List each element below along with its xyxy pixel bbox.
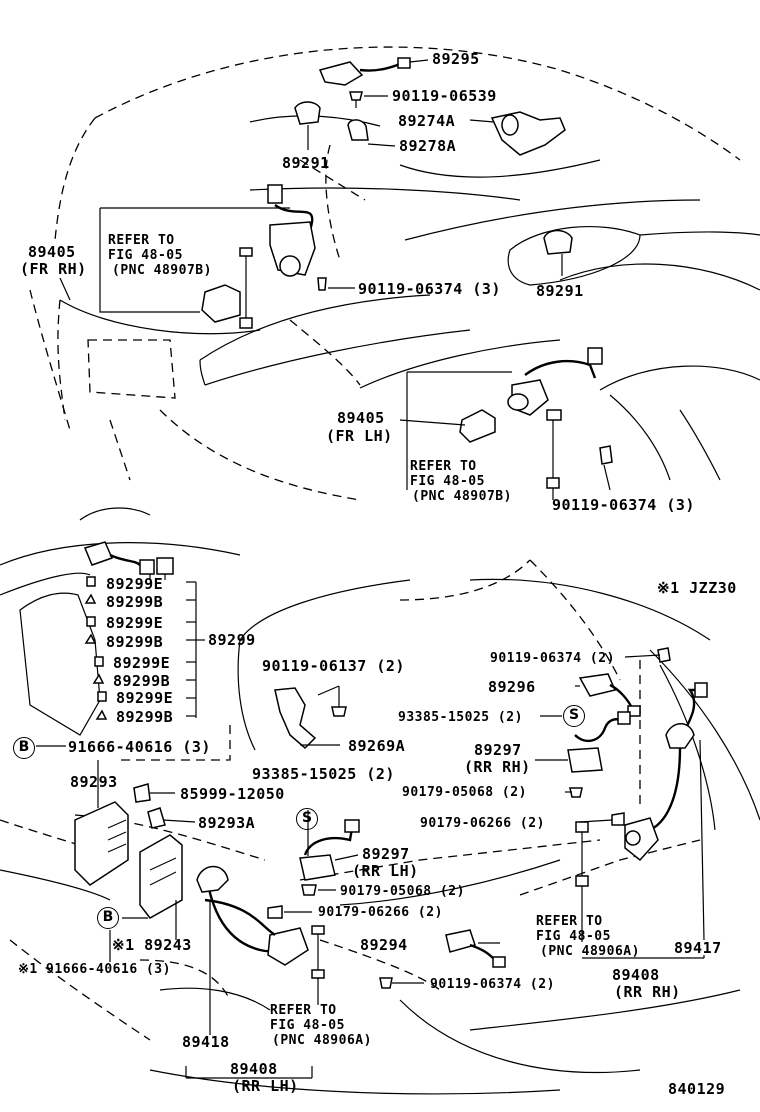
refer-to-line2-a: FIG 48-05: [108, 248, 183, 263]
note-jzz30: ※1 JZZ30: [657, 579, 737, 597]
label-93385-15025-right: 93385-15025 (2): [398, 710, 523, 725]
label-fr-rh: (FR RH): [20, 260, 87, 278]
circle-s-left: S: [296, 808, 318, 830]
label-89297-rr-rh: 89297: [474, 741, 522, 759]
label-89295: 89295: [432, 50, 480, 68]
label-rr-rh-b: (RR RH): [614, 983, 681, 1001]
refer-to-line3-c: (PNC 48906A): [272, 1033, 372, 1048]
refer-to-line3-d: (PNC 48906A): [540, 944, 640, 959]
label-90179-05068-right: 90179-05068 (2): [402, 785, 527, 800]
label-fr-lh: (FR LH): [326, 427, 393, 445]
label-89408-rr-rh: 89408: [612, 966, 660, 984]
label-89274a: 89274A: [398, 112, 456, 130]
label-rr-lh-a: (RR LH): [352, 862, 419, 880]
label-89299b-4: 89299B: [116, 708, 174, 726]
label-89278a: 89278A: [399, 137, 457, 155]
refer-to-line1-b: REFER TO: [410, 459, 477, 474]
figure-number: 840129: [668, 1080, 726, 1098]
rear-parts: [36, 541, 708, 1079]
label-90119-06374-lower-right: 90119-06374 (3): [552, 496, 695, 514]
label-89299e-1: 89299E: [106, 575, 164, 593]
label-89297-rr-lh: 89297: [362, 845, 410, 863]
label-90179-06266-right: 90179-06266 (2): [420, 816, 545, 831]
label-89299e-2: 89299E: [106, 614, 164, 632]
circle-b-upper: B: [13, 737, 35, 759]
label-91666-40616-lower: ※1 91666-40616 (3): [18, 962, 171, 977]
refer-to-line1-d: REFER TO: [536, 914, 603, 929]
label-rr-rh-a: (RR RH): [464, 758, 531, 776]
label-89299b-1: 89299B: [106, 593, 164, 611]
label-89299b-3: 89299B: [113, 672, 171, 690]
label-90179-06266-left: 90179-06266 (2): [318, 905, 443, 920]
label-89293: 89293: [70, 773, 118, 791]
label-89294: 89294: [360, 936, 408, 954]
top-parts: [59, 57, 613, 500]
label-85999-12050: 85999-12050: [180, 785, 285, 803]
refer-to-line2-b: FIG 48-05: [410, 474, 485, 489]
circle-s-right: S: [563, 705, 585, 727]
label-90119-06374-bottom: 90119-06374 (2): [430, 977, 555, 992]
label-90119-06374-right: 90119-06374 (2): [490, 651, 615, 666]
label-90119-06539: 90119-06539: [392, 87, 497, 105]
label-89299e-3: 89299E: [113, 654, 171, 672]
refer-to-line2-d: FIG 48-05: [536, 929, 611, 944]
label-89418: 89418: [182, 1033, 230, 1051]
label-89417: 89417: [674, 939, 722, 957]
label-89293a: 89293A: [198, 814, 256, 832]
label-89243: ※1 89243: [112, 936, 192, 954]
label-89405-fr-lh: 89405: [337, 409, 385, 427]
label-89296: 89296: [488, 678, 536, 696]
label-89269a: 89269A: [348, 737, 406, 755]
circle-b-lower: B: [97, 907, 119, 929]
refer-to-line1-c: REFER TO: [270, 1003, 337, 1018]
label-89291-right: 89291: [536, 282, 584, 300]
label-89291-upper: 89291: [282, 154, 330, 172]
refer-to-line1-a: REFER TO: [108, 233, 175, 248]
refer-to-line3-a: (PNC 48907B): [112, 263, 212, 278]
refer-to-line2-c: FIG 48-05: [270, 1018, 345, 1033]
label-89299: 89299: [208, 631, 256, 649]
label-90119-06374-upper: 90119-06374 (3): [358, 280, 501, 298]
label-89299b-2: 89299B: [106, 633, 164, 651]
label-91666-40616-upper: 91666-40616 (3): [68, 738, 211, 756]
label-90119-06137: 90119-06137 (2): [262, 657, 405, 675]
label-89408-rr-lh: 89408: [230, 1060, 278, 1078]
refer-to-line3-b: (PNC 48907B): [412, 489, 512, 504]
label-89299e-4: 89299E: [116, 689, 174, 707]
front-body-outline: [29, 46, 760, 501]
rear-body-outline: [0, 507, 760, 1095]
label-90179-05068-left: 90179-05068 (2): [340, 884, 465, 899]
label-93385-15025-left: 93385-15025 (2): [252, 765, 395, 783]
label-89405-fr-rh: 89405: [28, 243, 76, 261]
label-rr-lh-b: (RR LH): [232, 1077, 299, 1095]
